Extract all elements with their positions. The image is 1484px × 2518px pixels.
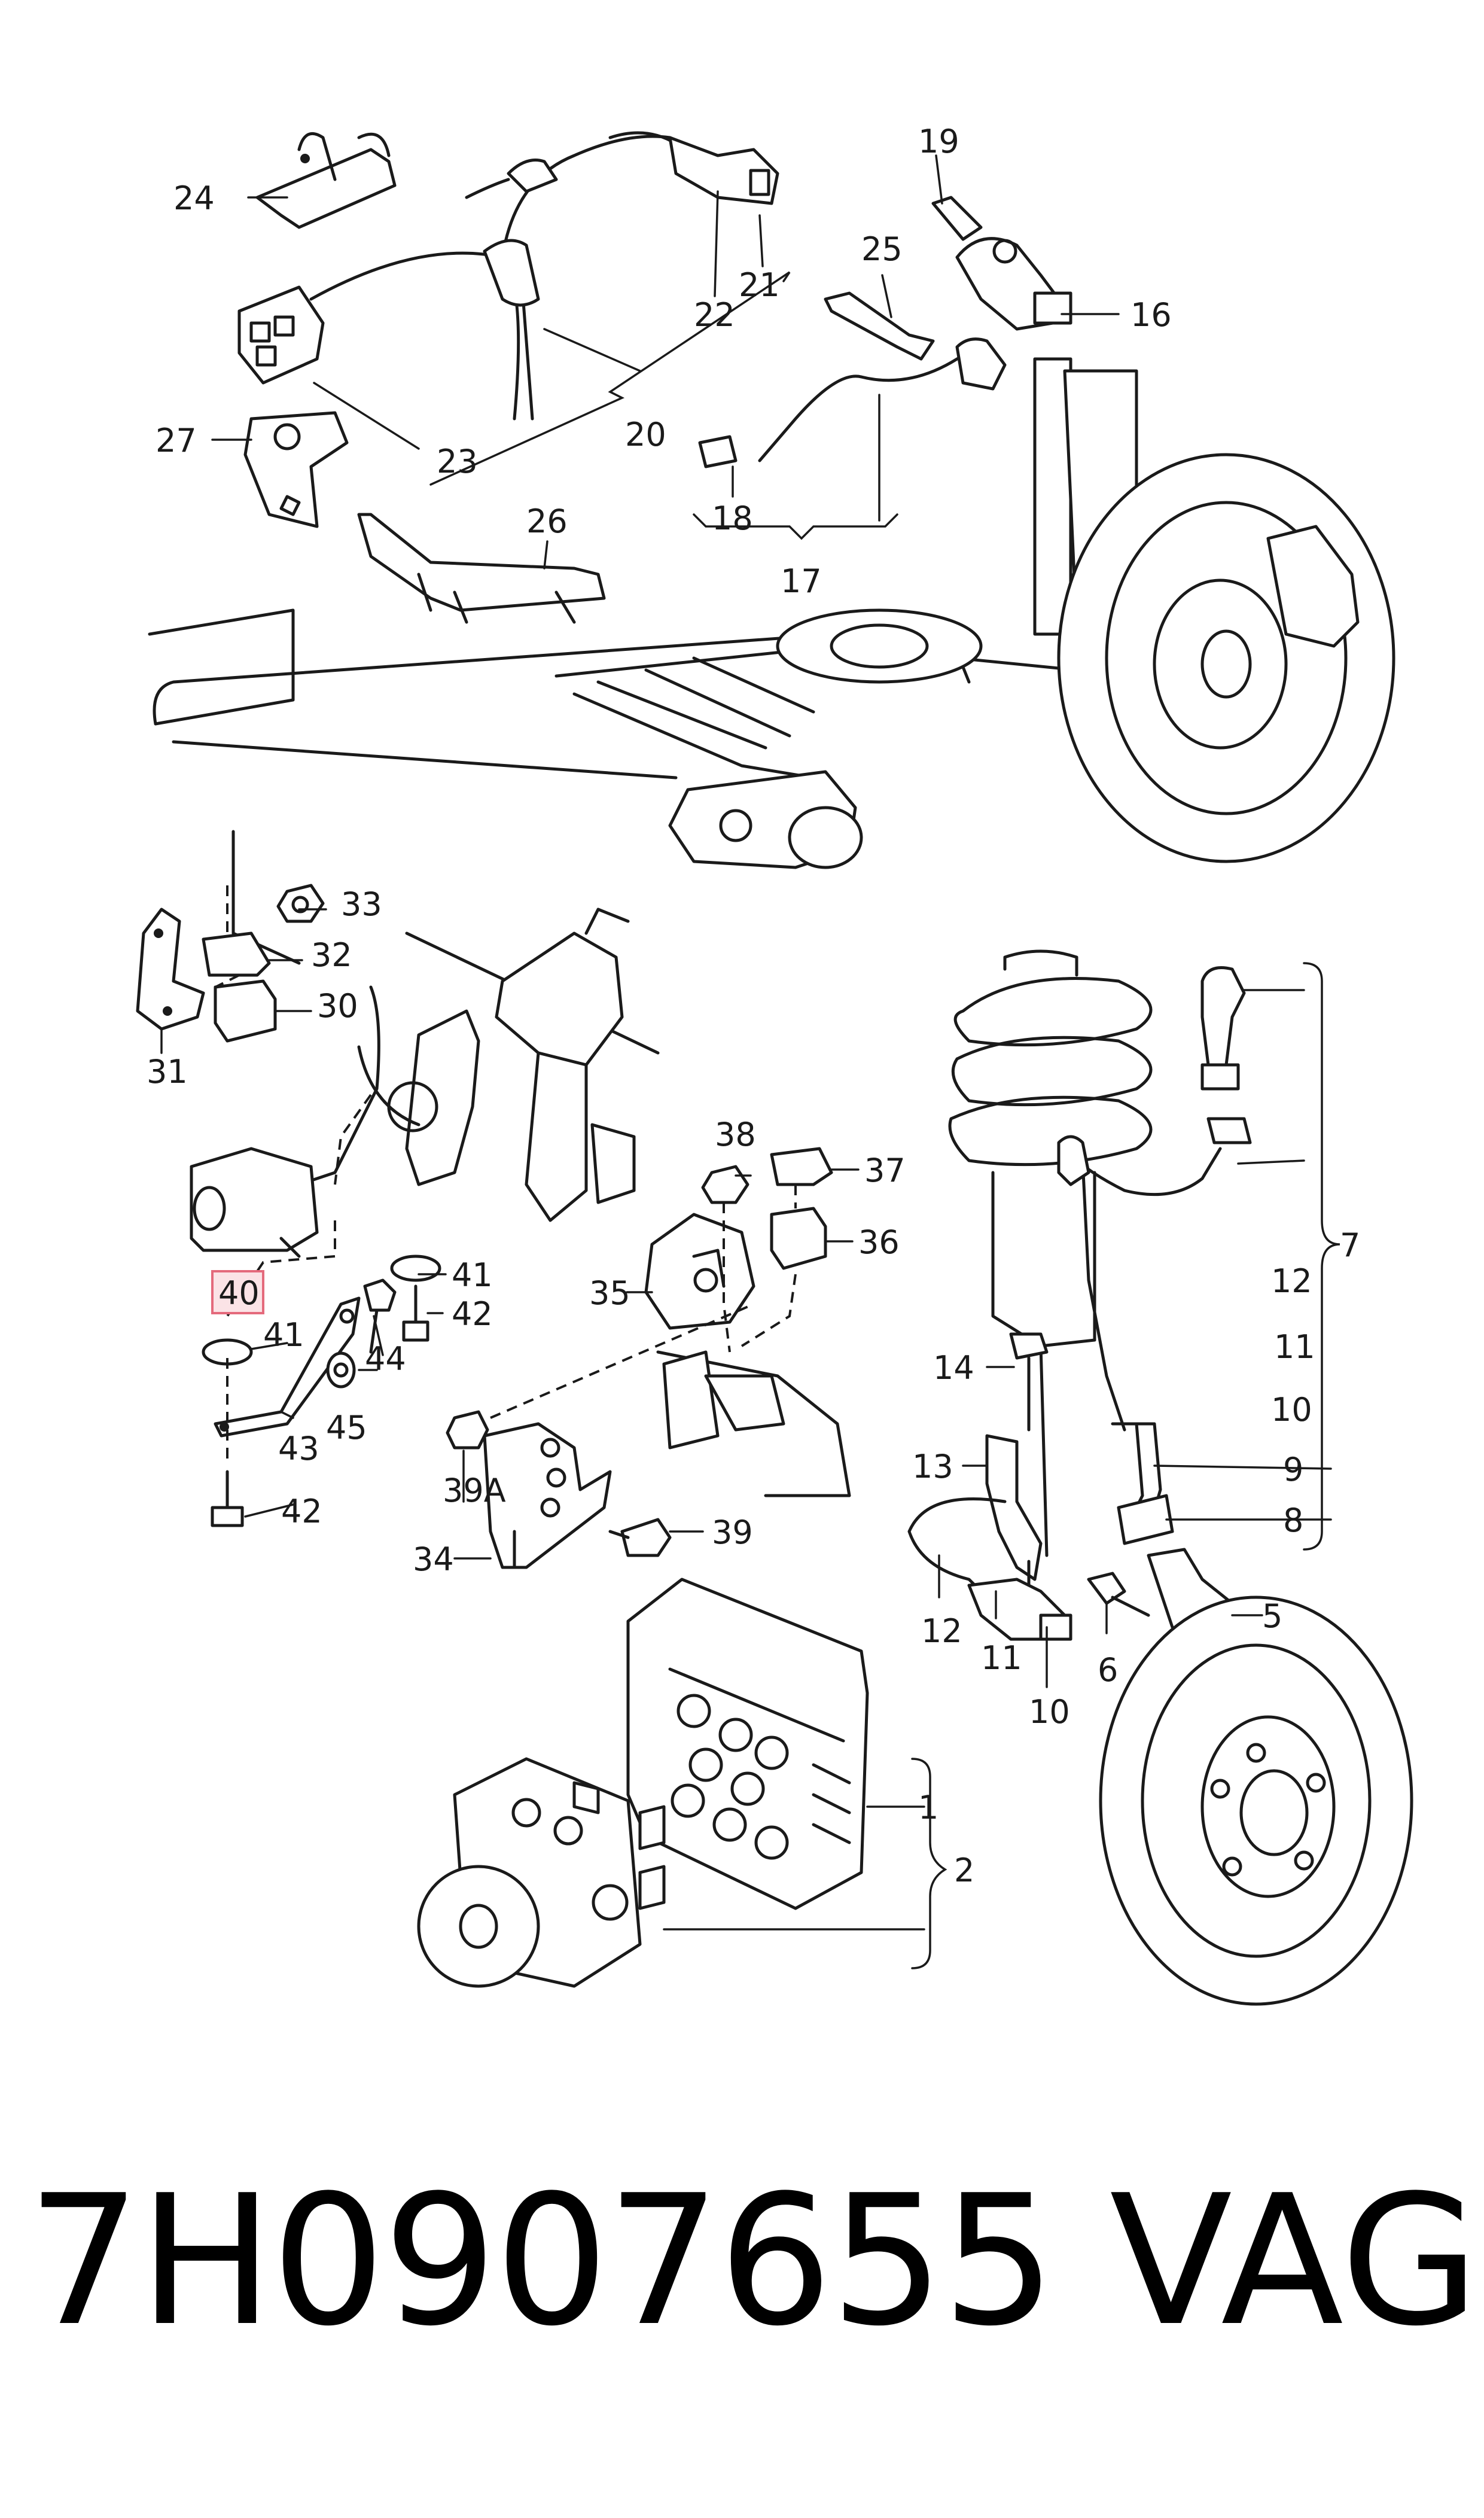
label-17: 17 [781, 562, 822, 600]
label-34: 34 [413, 1540, 454, 1578]
label-42-left: 42 [281, 1493, 322, 1530]
label-25: 25 [861, 230, 903, 268]
mount-35 [644, 1213, 755, 1330]
label-21: 21 [739, 266, 780, 304]
abs-hydraulic-unit [417, 1757, 666, 1988]
label-33: 33 [341, 885, 382, 923]
label-16: 16 [1130, 296, 1172, 334]
label-13: 13 [912, 1448, 953, 1485]
bolt-42 [211, 1284, 429, 1527]
label-6: 6 [1098, 1651, 1118, 1689]
dash-lines-centre [490, 1185, 797, 1419]
label-19: 19 [918, 123, 959, 160]
bracket-34 [483, 1422, 612, 1569]
label-40: 40 [218, 1274, 260, 1312]
label-9: 9 [1283, 1451, 1303, 1488]
body-floor [231, 830, 660, 1222]
front-disc [1099, 1596, 1413, 2006]
brand-name: VAG [1110, 2157, 1480, 2365]
sensor-30 [214, 979, 277, 1043]
floor-centre [656, 1350, 851, 1497]
part-labels: 24 19 22 21 25 16 27 23 20 26 18 17 33 3… [147, 123, 1360, 1889]
label-42-right: 42 [452, 1295, 493, 1333]
label-18: 18 [712, 500, 753, 537]
nut-38 [701, 1165, 749, 1204]
sensor-36 [770, 1207, 827, 1270]
label-11-left: 11 [981, 1639, 1022, 1677]
label-22: 22 [694, 296, 735, 334]
label-1: 1 [918, 1789, 938, 1826]
label-39: 39 [712, 1514, 753, 1551]
harness-7 [1057, 966, 1252, 1545]
label-10-right: 10 [1271, 1391, 1312, 1429]
label-5: 5 [1262, 1597, 1282, 1635]
label-30: 30 [317, 987, 358, 1025]
label-14: 14 [933, 1349, 974, 1387]
label-41-left: 41 [263, 1316, 304, 1354]
label-26: 26 [526, 503, 568, 540]
label-27: 27 [156, 422, 197, 459]
label-44: 44 [365, 1340, 406, 1378]
bracket-31 [136, 908, 205, 1031]
connector-23 [237, 285, 325, 385]
nut-33 [276, 884, 325, 923]
label-2: 2 [954, 1852, 974, 1889]
label-11-right: 11 [1274, 1328, 1315, 1366]
label-45: 45 [326, 1409, 367, 1447]
label-38: 38 [715, 1116, 756, 1153]
label-41-right: 41 [452, 1256, 493, 1294]
sensor-40 [190, 1147, 319, 1258]
bolt-6 [1087, 1572, 1150, 1617]
leader-lines [160, 154, 1340, 1969]
label-32: 32 [311, 936, 352, 974]
abs-control-unit [626, 1578, 869, 1910]
harness-front-11 [907, 1497, 1072, 1641]
bracket-27 [243, 411, 349, 528]
clip-32 [202, 931, 271, 977]
bracket-25 [824, 291, 935, 361]
label-7: 7 [1340, 1226, 1360, 1264]
nut-39a [446, 1410, 489, 1450]
bolt-39 [608, 1518, 672, 1557]
label-37: 37 [864, 1152, 906, 1189]
label-20: 20 [625, 416, 666, 453]
bracket-13 [985, 1434, 1043, 1593]
bolt-44 [363, 1278, 397, 1354]
label-43: 43 [278, 1430, 319, 1467]
part-number: 7H0907655 [27, 2157, 1056, 2365]
label-36: 36 [858, 1223, 900, 1261]
bolt-14 [1009, 1332, 1049, 1432]
bracket-26 [357, 513, 606, 624]
label-35: 35 [589, 1274, 630, 1312]
label-31: 31 [147, 1053, 188, 1091]
clip-37 [770, 1147, 833, 1186]
rod-43 [214, 1296, 361, 1438]
plug-21-22 [608, 131, 779, 205]
label-12-left: 12 [921, 1612, 962, 1650]
dash-lines-left [215, 885, 372, 1460]
harness-17 [698, 337, 1007, 468]
label-39a: 39A [443, 1472, 506, 1509]
nut-45 [326, 1351, 356, 1389]
label-12-right: 12 [1271, 1262, 1312, 1300]
bracket-24 [255, 132, 397, 229]
harness-20 [309, 135, 672, 421]
label-40-highlight [211, 1270, 264, 1314]
label-8: 8 [1283, 1502, 1303, 1539]
rear-axle [148, 357, 1395, 869]
label-10-left: 10 [1029, 1693, 1070, 1731]
sensor-16 [931, 196, 1072, 331]
label-24: 24 [173, 179, 215, 217]
label-23: 23 [437, 443, 478, 480]
